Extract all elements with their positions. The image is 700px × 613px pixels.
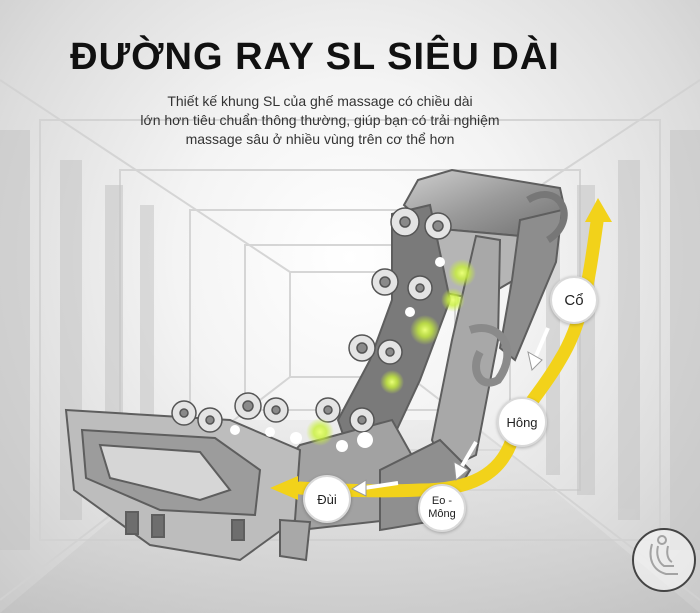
label-waist: Eo - Mông: [418, 484, 466, 532]
page-title: ĐƯỜNG RAY SL SIÊU DÀI: [70, 36, 560, 78]
description-line-1: Thiết kế khung SL của ghế massage có chi…: [167, 93, 473, 109]
description-line-3: massage sâu ở nhiều vùng trên cơ thể hơn: [185, 131, 455, 147]
description-line-2: lớn hơn tiêu chuẩn thông thường, giúp bạ…: [140, 112, 500, 128]
path-arrow-left-icon: [270, 476, 298, 500]
corridor-pillars: [0, 130, 700, 550]
arrow-down-icon-2: [453, 440, 478, 481]
glow-lights: [230, 257, 476, 452]
arrow-down-icon-1: [527, 327, 550, 371]
direction-arrows: [350, 327, 550, 497]
massage-rollers: [171, 207, 452, 433]
label-hip: Hông: [497, 397, 547, 447]
description: Thiết kế khung SL của ghế massage có chi…: [120, 92, 520, 149]
label-thigh: Đùi: [303, 475, 351, 523]
arrow-left-icon: [350, 479, 399, 497]
label-neck: Cổ: [550, 276, 598, 324]
chair-frame: [64, 168, 568, 562]
path-arrow-up-icon: [585, 198, 612, 222]
brand-logo-icon: [632, 528, 696, 592]
